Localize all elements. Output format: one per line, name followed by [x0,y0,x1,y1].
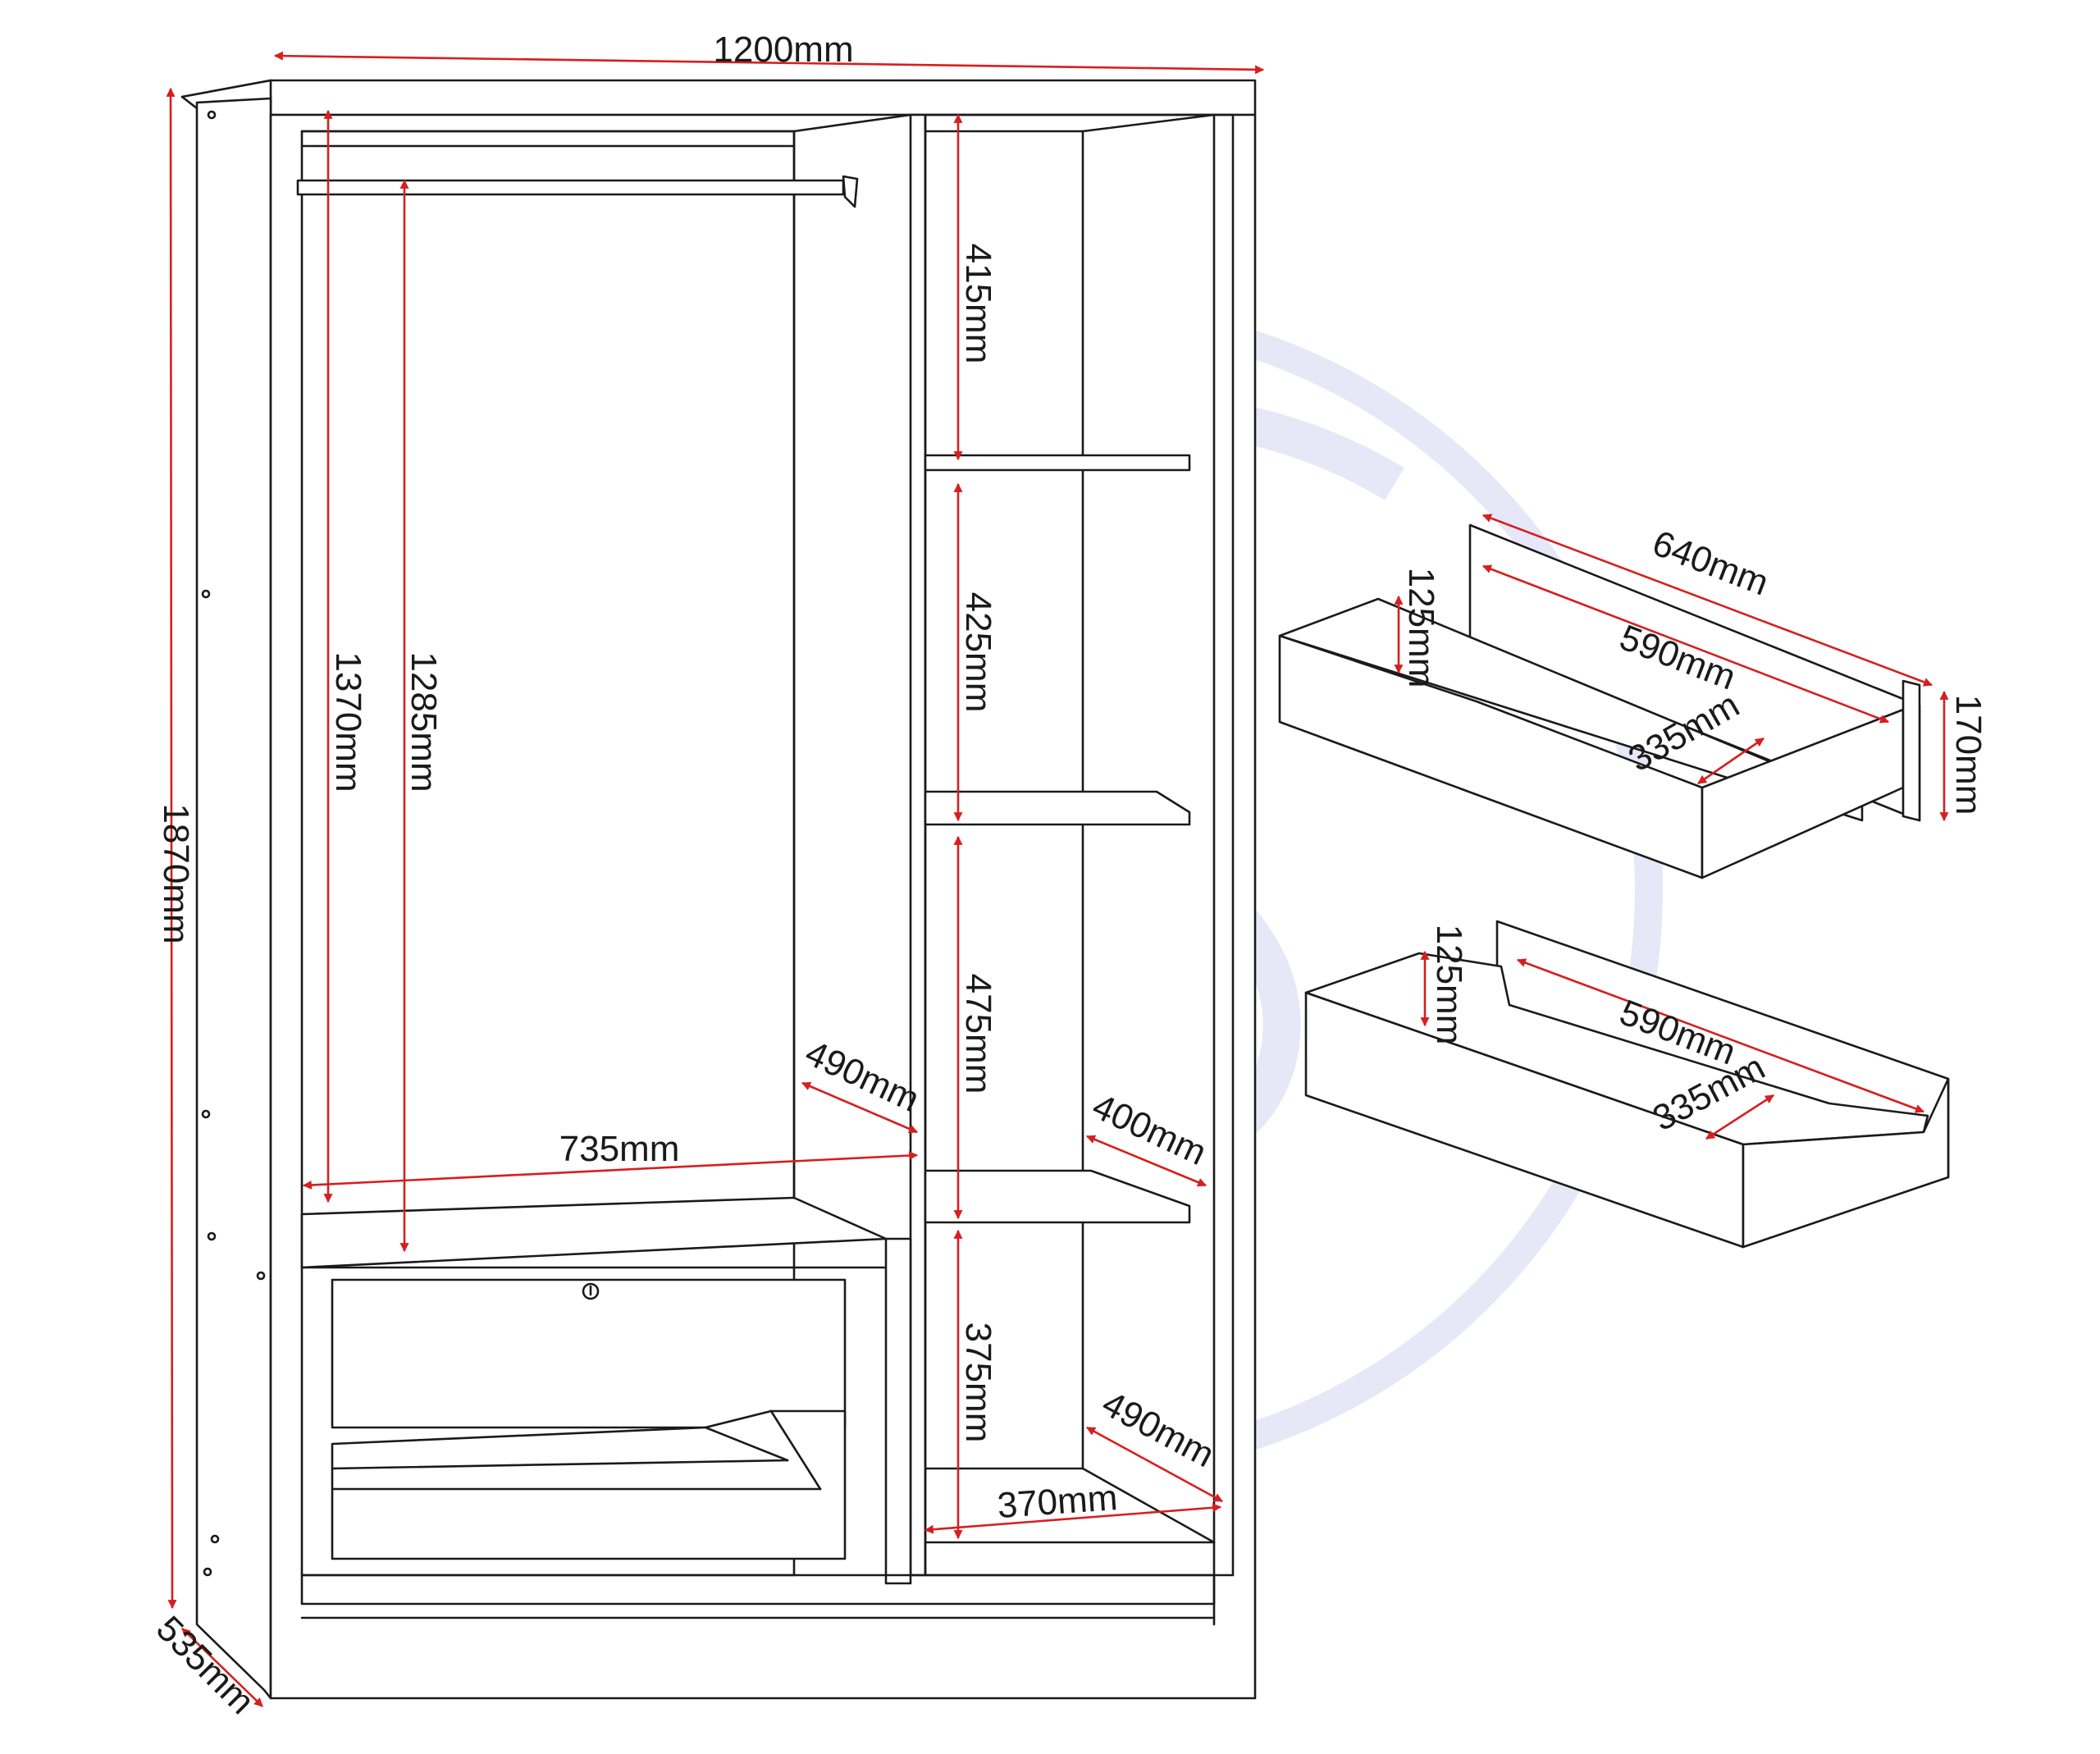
label-right-width: 370mm [996,1478,1119,1526]
plinth-top [300,1574,1216,1606]
side-hole [207,1231,217,1241]
hanging-rail [296,179,845,196]
arrowhead-icon [801,1081,919,1134]
drawer-top-drawing [1278,523,1921,879]
rail-bracket [842,175,859,208]
wardrobe-drawing [180,79,1257,1700]
label-shelf-3: 475mm [958,974,998,1094]
label-overall-width: 1200mm [713,30,853,70]
side-hole [201,1109,211,1119]
label-left-height: 1370mm [328,651,368,792]
arrowhead-icon [1085,1135,1208,1187]
arrowhead-icon [1516,958,1925,1113]
label-shelf-4: 375mm [958,1322,998,1443]
label-shelf-1: 415mm [958,244,998,364]
left-bottom-side [884,1237,912,1585]
side-hole [207,110,217,120]
arrowhead-icon [1481,564,1890,724]
label-drawer-top-outer-width: 640mm [1647,523,1774,603]
arrowhead-icon [302,1150,919,1190]
wardrobe-top-panel [180,79,1257,116]
center-divider [909,113,927,1577]
arrowhead-icon [1697,737,1764,785]
arrowhead-icon [924,1503,1222,1534]
left-drawer-front [331,1278,847,1429]
wardrobe-side-panel [195,97,272,1700]
label-left-hanging: 1285mm [404,651,444,792]
arrowhead-icon [273,51,1265,75]
side-hole [210,1534,220,1544]
dimension-lines [166,51,1949,1707]
drawer-bottom-front [1742,1077,1950,1249]
drawer-top-edge [1901,679,1921,822]
side-hole [201,589,211,599]
arrowhead-icon [1086,1426,1223,1503]
shelf-2 [924,790,1191,826]
side-hole [256,1271,266,1281]
arrowhead-icon [166,87,177,1610]
arrowhead-icon [181,1628,263,1707]
label-drawer-top-front-height: 170mm [1948,695,1988,815]
shelf-1 [924,454,1191,472]
label-drawer-bottom-inner-height: 125mm [1429,925,1469,1045]
side-hole [203,1567,212,1577]
label-overall-height: 1870mm [156,803,196,943]
label-drawer-top-inner-height: 125mm [1401,568,1441,688]
label-shelf-2: 425mm [958,592,998,713]
arrowhead-icon [1705,1094,1774,1140]
label-left-width: 735mm [559,1129,680,1169]
